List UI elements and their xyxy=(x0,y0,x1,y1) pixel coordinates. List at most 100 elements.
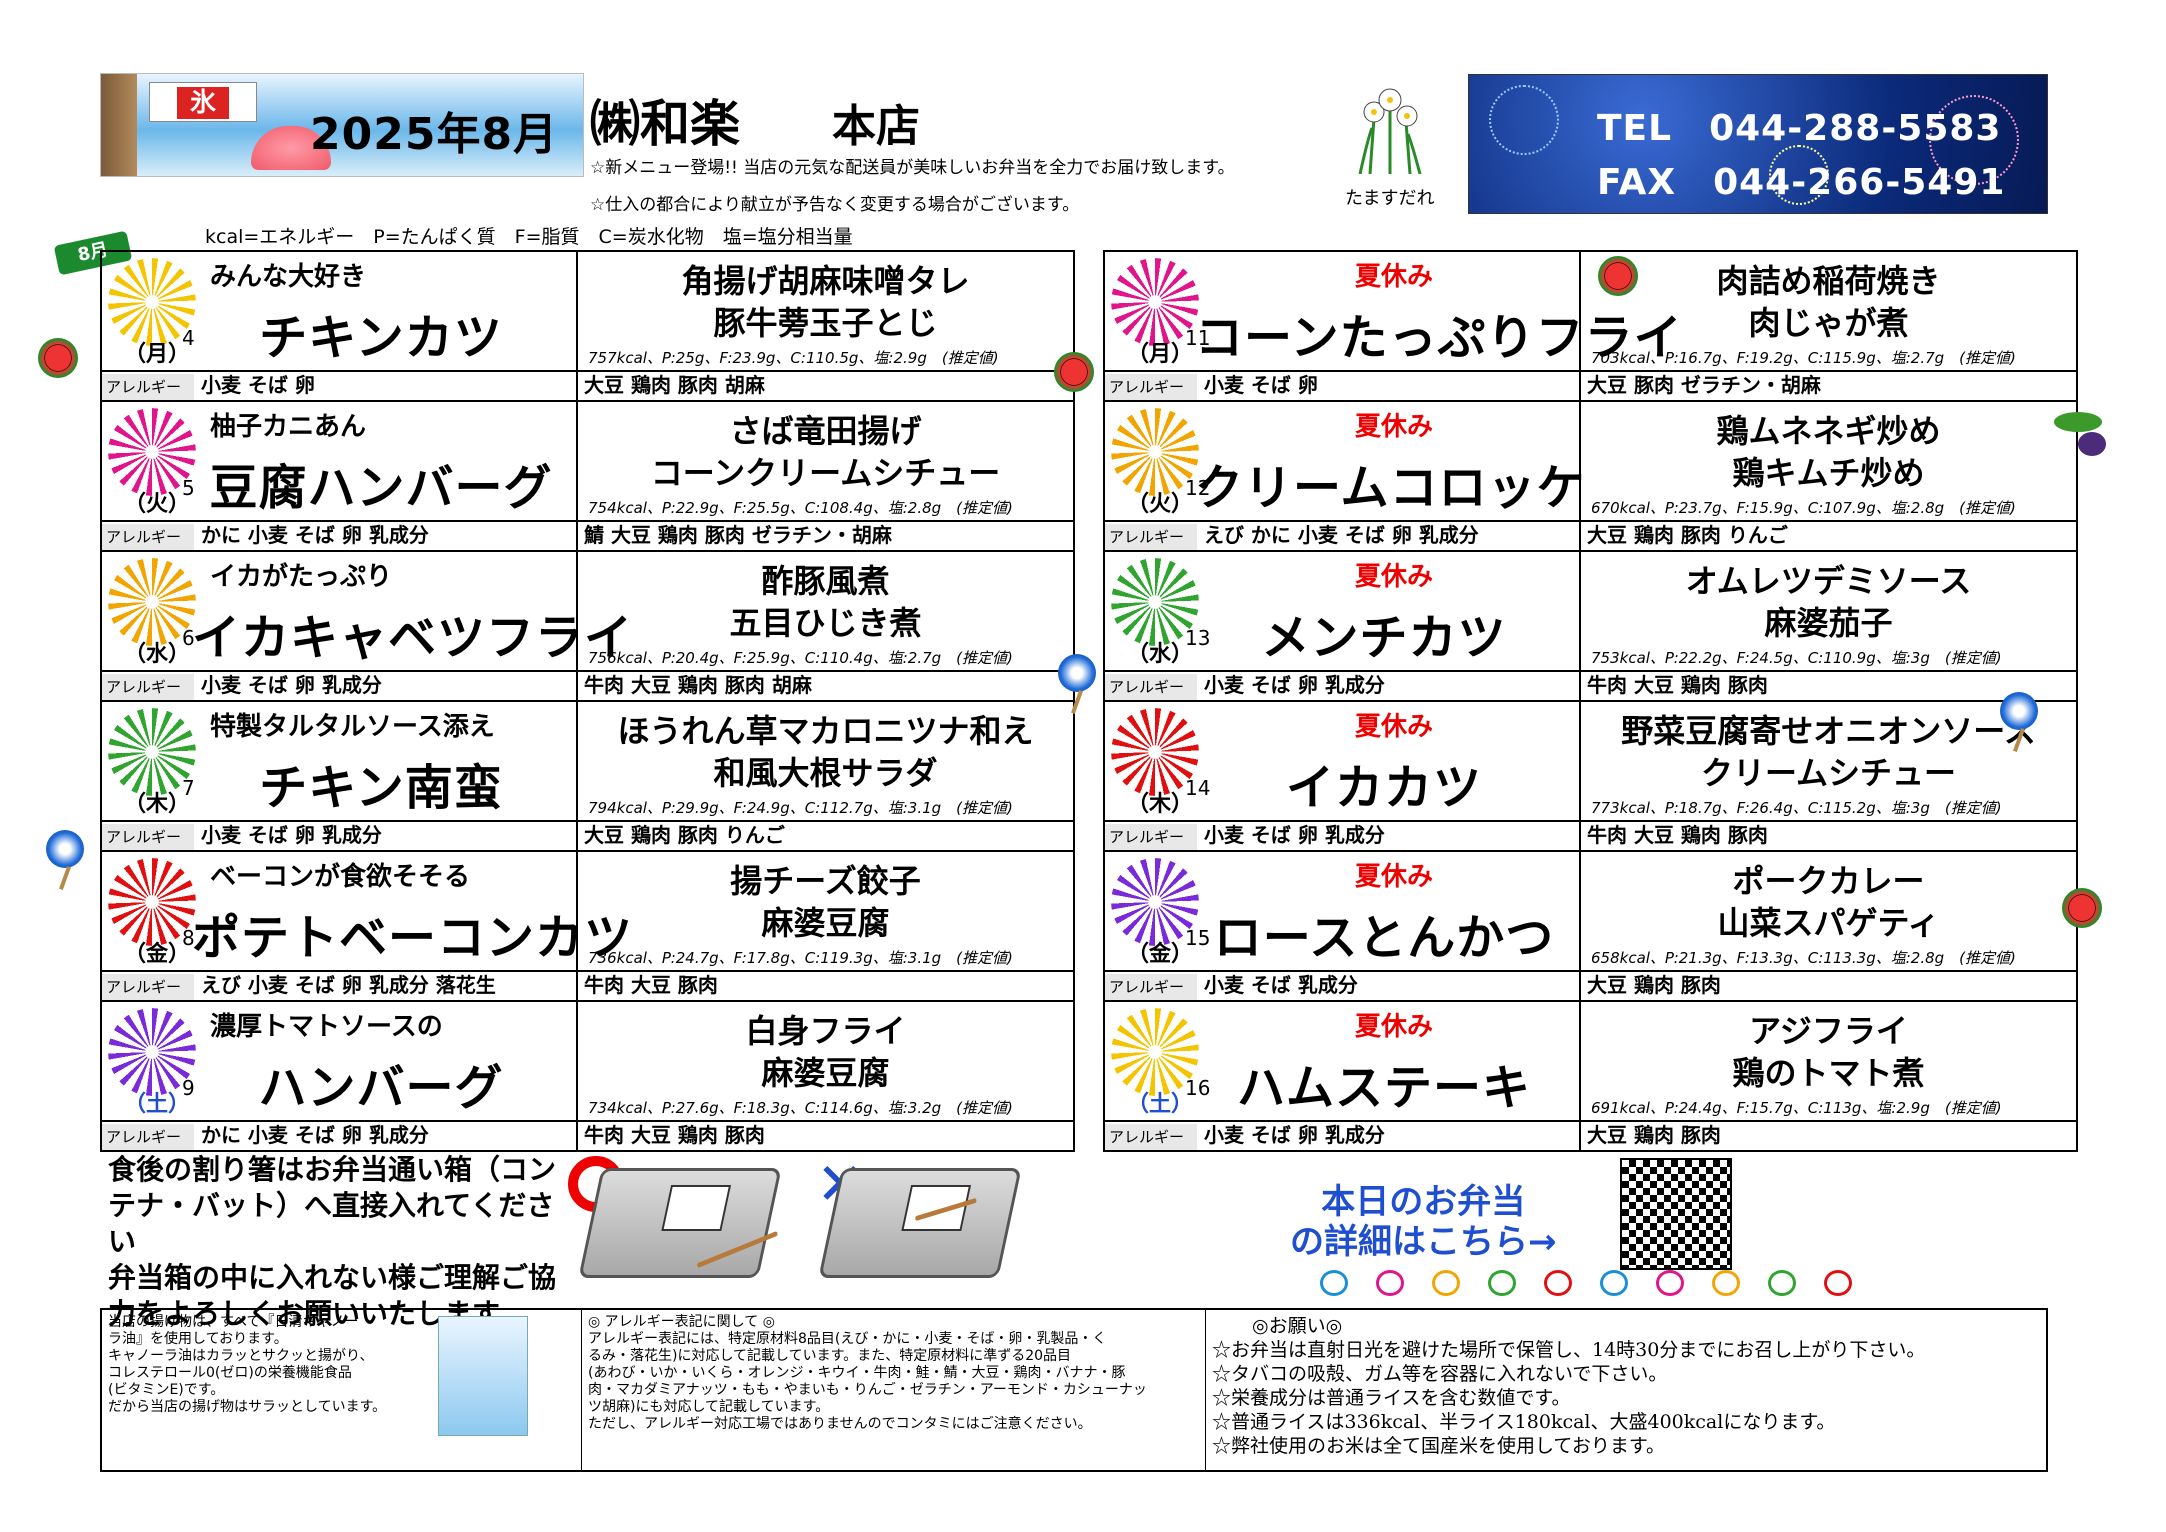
allergy-main-cell: アレルギー えび かに 小麦 そば 卵 乳成分 xyxy=(1103,520,1581,552)
allergy-main: 小麦 そば 卵 乳成分 xyxy=(200,673,382,697)
side-dish-1: オムレツデミソース xyxy=(1685,562,1972,600)
allergy-label: アレルギー xyxy=(103,974,194,999)
company-name: ㈱和楽 xyxy=(590,95,740,153)
side-dish-2: 和風大根サラダ xyxy=(713,754,938,792)
day-of-week: （木） xyxy=(1127,792,1194,817)
tray-wrong-image xyxy=(818,1168,1022,1278)
main-dish: チキンカツ xyxy=(259,310,503,366)
fireworks-icon xyxy=(108,1008,196,1096)
fireworks-icon xyxy=(108,258,196,346)
lantern-icon xyxy=(1376,1270,1404,1296)
day-number: 5 xyxy=(182,476,195,500)
ice-flag-icon: 氷 xyxy=(149,82,257,122)
day-number: 6 xyxy=(182,626,195,650)
allergy-side-cell: 牛肉 大豆 鶏肉 豚肉 胡麻 xyxy=(576,670,1075,702)
allergy-main: えび 小麦 そば 卵 乳成分 落花生 xyxy=(200,973,496,997)
allergy-label: アレルギー xyxy=(103,524,194,549)
side-dish-2: クリームシチュー xyxy=(1700,754,1957,792)
watermelon-icon xyxy=(2062,888,2102,928)
allergy-side: 大豆 鶏肉 豚肉 りんご xyxy=(584,823,785,847)
dish-subtitle: ベーコンが食欲そそる xyxy=(210,862,471,892)
side-dish-1: 肉詰め稲荷焼き xyxy=(1716,262,1941,300)
nutrition-facts: 703kcal、P:16.7g、F:19.2g、C:115.9g、塩:2.7g … xyxy=(1591,349,2016,367)
side-dish-2: コーンクリームシチュー xyxy=(650,454,1001,492)
fireworks-icon xyxy=(108,408,196,496)
allergy-main-cell: アレルギー 小麦 そば 卵 乳成分 xyxy=(100,670,578,702)
lantern-icon xyxy=(1656,1270,1684,1296)
nutrition-facts: 691kcal、P:24.4g、F:15.7g、C:113g、塩:2.9g (推… xyxy=(1591,1099,2002,1117)
dish-subtitle: 夏休み xyxy=(1355,1012,1434,1042)
allergy-main-cell: アレルギー 小麦 そば 卵 xyxy=(1103,370,1581,402)
side-dish-2: 肉じゃが煮 xyxy=(1748,304,1909,342)
canola-oil-image xyxy=(438,1316,528,1436)
side-dish-1: 野菜豆腐寄せオニオンソース xyxy=(1621,712,2036,750)
main-dish: イカキャベツフライ xyxy=(192,610,634,666)
allergy-main: かに 小麦 そば 卵 乳成分 xyxy=(200,1123,429,1147)
allergy-main-cell: アレルギー 小麦 そば 卵 xyxy=(100,370,578,402)
day-of-week: （金） xyxy=(1127,942,1194,967)
fireworks-icon xyxy=(1111,708,1199,796)
allergy-main: 小麦 そば 卵 乳成分 xyxy=(1203,823,1385,847)
allergy-side: 大豆 鶏肉 豚肉 胡麻 xyxy=(584,373,765,397)
nutrition-facts: 794kcal、P:29.9g、F:24.9g、C:112.7g、塩:3.1g … xyxy=(588,799,1013,817)
side-dish-1: 鶏ムネネギ炒め xyxy=(1716,412,1941,450)
fireworks-icon xyxy=(108,858,196,946)
allergy-side: 大豆 豚肉 ゼラチン・胡麻 xyxy=(1587,373,1821,397)
qr-caption: 本日のお弁当の詳細はこちら→ xyxy=(1290,1182,1557,1262)
lantern-icon xyxy=(1824,1270,1852,1296)
allergy-side: 牛肉 大豆 鶏肉 豚肉 xyxy=(584,1123,765,1147)
info-box: 当店の揚げ物は、すべて『日清キャノーラ油』を使用しております。キャノーラ油はカラ… xyxy=(100,1308,2048,1472)
fireworks-icon xyxy=(1111,408,1199,496)
day-number: 9 xyxy=(182,1076,195,1100)
allergy-label: アレルギー xyxy=(103,824,194,849)
allergy-main-cell: アレルギー 小麦 そば 卵 乳成分 xyxy=(1103,820,1581,852)
allergy-label: アレルギー xyxy=(1106,974,1197,999)
side-dish-1: 揚チーズ餃子 xyxy=(730,862,921,900)
watermelon-icon xyxy=(1598,256,1638,296)
allergy-main: かに 小麦 そば 卵 乳成分 xyxy=(200,523,429,547)
allergy-label: アレルギー xyxy=(1106,1124,1197,1149)
lantern-icon xyxy=(1600,1270,1628,1296)
uchiwa-fan-icon xyxy=(1058,654,1096,692)
main-dish: ハムステーキ xyxy=(1236,1060,1531,1116)
side-dish-1: ポークカレー xyxy=(1732,862,1925,900)
allergy-main-cell: アレルギー 小麦 そば 卵 乳成分 xyxy=(1103,1120,1581,1152)
nutrition-facts: 734kcal、P:27.6g、F:18.3g、C:114.6g、塩:3.2g … xyxy=(588,1099,1013,1117)
main-dish: コーンたっぷりフライ xyxy=(1195,310,1683,366)
day-of-week: （木） xyxy=(124,792,191,817)
allergy-main: 小麦 そば 卵 xyxy=(200,373,315,397)
dish-subtitle: 夏休み xyxy=(1355,712,1434,742)
allergy-main: 小麦 そば 卵 xyxy=(1203,373,1318,397)
side-dish-2: 鶏のトマト煮 xyxy=(1732,1054,1925,1092)
side-dish-1: さば竜田揚げ xyxy=(729,412,922,450)
allergy-label: アレルギー xyxy=(1106,524,1197,549)
flower-label: たますだれ xyxy=(1345,188,1435,209)
notice-new-menu: ☆新メニュー登場!! 当店の元気な配送員が美味しいお弁当を全力でお届け致します。 xyxy=(590,158,1235,178)
allergy-side: 大豆 鶏肉 豚肉 xyxy=(1587,1123,1721,1147)
main-dish: メンチカツ xyxy=(1261,610,1507,666)
side-dish-2: 麻婆豆腐 xyxy=(761,1054,890,1092)
allergy-label: アレルギー xyxy=(1106,674,1197,699)
day-of-week: （金） xyxy=(124,942,191,967)
fireworks-icon xyxy=(108,558,196,646)
chopsticks-notice: 食後の割り箸はお弁当通い箱（コンテナ・バット）へ直接入れてください弁当箱の中に入… xyxy=(108,1153,557,1330)
main-dish: ハンバーグ xyxy=(258,1060,504,1116)
nutrition-facts: 773kcal、P:18.7g、F:26.4g、C:115.2g、塩:3g (推… xyxy=(1591,799,2002,817)
side-dish-1: ほうれん草マカロニツナ和え xyxy=(617,712,1034,750)
qr-code[interactable] xyxy=(1620,1158,1732,1270)
day-number: 15 xyxy=(1185,926,1211,950)
allergy-side: 牛肉 大豆 豚肉 xyxy=(584,973,718,997)
